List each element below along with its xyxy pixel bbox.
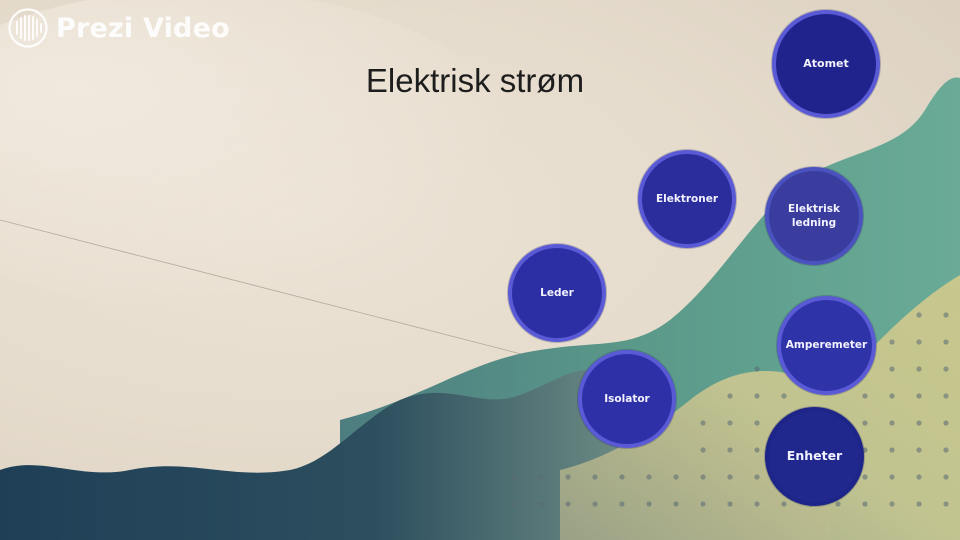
topic-elektroner[interactable]: Elektroner — [638, 150, 736, 248]
topic-amperemeter[interactable]: Amperemeter — [777, 296, 876, 395]
topic-enheter[interactable]: Enheter — [765, 407, 864, 506]
slide-title: Elektrisk strøm — [365, 62, 585, 99]
topic-label: Leder — [540, 286, 574, 299]
topic-isolator[interactable]: Isolator — [578, 350, 676, 448]
topic-elektrisk-ledning[interactable]: Elektrisk ledning — [765, 167, 863, 265]
topic-label: Isolator — [604, 392, 650, 405]
topic-atomet[interactable]: Atomet — [772, 10, 880, 118]
prezi-video-logo: Prezi Video — [8, 8, 230, 48]
topic-label: Enheter — [786, 448, 843, 464]
topic-label: Atomet — [803, 56, 849, 70]
topic-label: Elektrisk ledning — [788, 202, 840, 229]
prezi-logo-icon — [8, 8, 48, 48]
topic-leder[interactable]: Leder — [508, 244, 606, 342]
topic-label: Amperemeter — [785, 339, 868, 352]
topic-label: Elektroner — [655, 192, 719, 205]
logo-text: Prezi Video — [56, 12, 230, 44]
